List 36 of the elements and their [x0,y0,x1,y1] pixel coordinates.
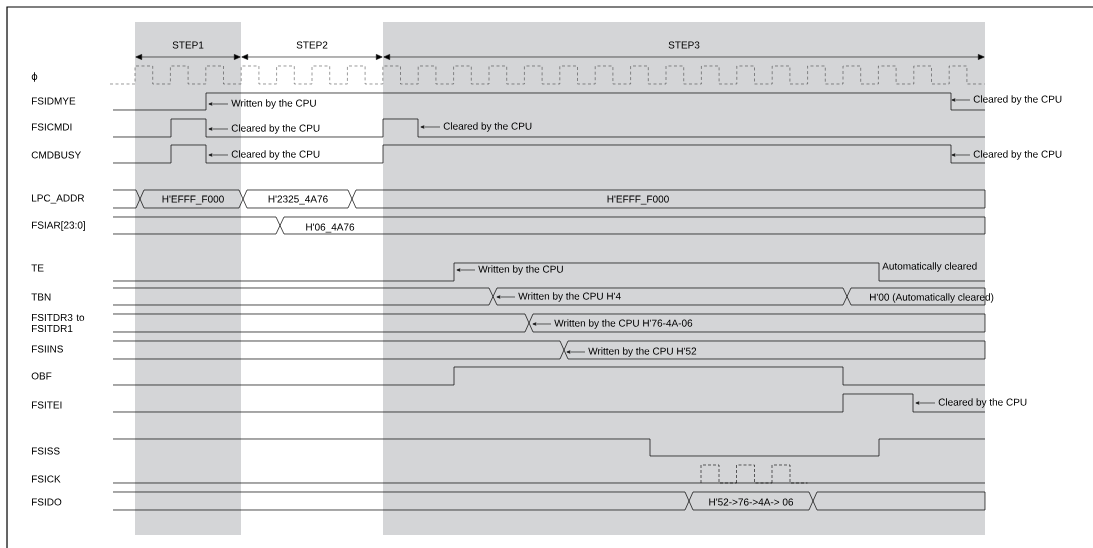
bus-value: H'06_4A76 [306,223,355,233]
signal-name: FSIAR[23:0] [32,221,85,231]
annotation-text: Cleared by the CPU [973,95,1062,105]
annotation-text: Written by the CPU H'76-4A-06 [554,319,693,329]
signal-name: FSIINS [32,345,63,353]
signal-name: FSICK [32,475,61,483]
signal-name: CMDBUSY [31,151,81,159]
signal-name: TBN [31,293,51,301]
annotation-text: Cleared by the CPU [231,124,320,134]
annotation-text: Written by the CPU H'52 [588,347,697,357]
bus-value: H'52->76->4A-> 06 [709,498,794,506]
signal-name: FSITEI [32,401,62,409]
signal-name: LPC_ADDR [32,194,85,204]
annotation-text: Cleared by the CPU [231,150,320,160]
annotation-text: Written by the CPU H'4 [518,292,621,302]
bus-value: H'EFFF_F000 [162,195,224,205]
signal-name: FSISS [32,447,60,455]
bus-value: H'00 (Automatically cleared) [870,293,994,303]
step-label: STEP1 [172,41,204,49]
annotation-text: Cleared by the CPU [938,398,1027,408]
clock-symbol: ϕ [31,72,38,82]
signal-name: FSIDMYE [32,97,76,105]
annotation-text: Written by the CPU [478,265,563,275]
signal-name: TE [31,264,44,272]
step-label: STEP3 [668,41,700,49]
annotation-text: Cleared by the CPU [973,150,1062,160]
annotation-text: Cleared by the CPU [443,122,532,132]
annotation-text: Written by the CPU [231,99,316,109]
signal-name: OBF [31,372,52,380]
annotation-text: Automatically cleared [882,262,977,272]
signal-name: FSIDO [32,498,62,506]
step-label: STEP2 [296,41,328,49]
signal-name: FSITDR3 to FSITDR1 [32,313,85,333]
bus-value: H'EFFF_F000 [607,195,669,205]
bus-value: H'2325_4A76 [268,195,328,205]
signal-name: FSICMDI [32,123,72,131]
